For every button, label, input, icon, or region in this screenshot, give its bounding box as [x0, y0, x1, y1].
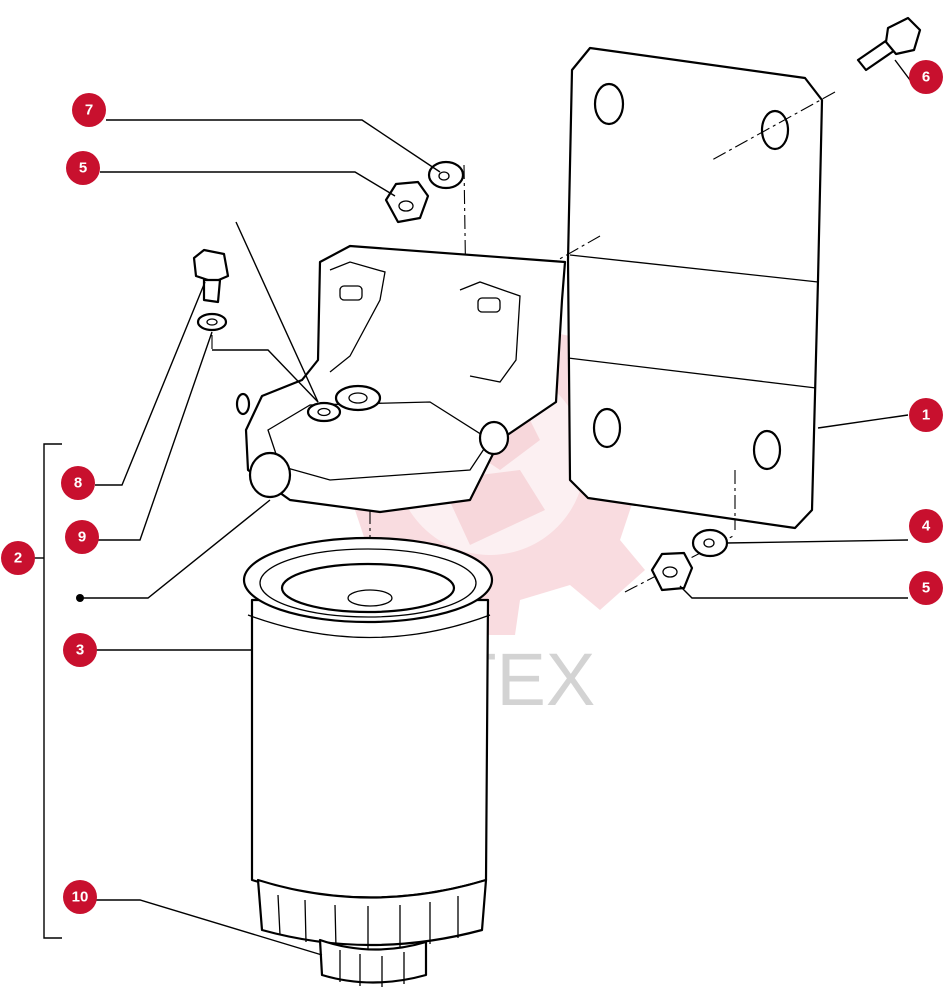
callout-7: 7 — [72, 93, 106, 127]
callout-9: 9 — [65, 520, 99, 554]
callout-1-label: 1 — [922, 407, 930, 424]
callout-10: 10 — [63, 880, 97, 914]
filter-cartridge — [242, 536, 494, 987]
callout-1: 1 — [909, 398, 943, 432]
washer-4 — [691, 528, 729, 558]
bolt-8 — [192, 248, 230, 304]
leader-lines — [80, 59, 911, 956]
filter-head — [235, 244, 567, 514]
callout-5-top: 5 — [66, 151, 100, 185]
callout-2: 2 — [1, 541, 35, 575]
mounting-bracket — [566, 46, 824, 530]
callout-9-label: 9 — [78, 529, 86, 546]
callout-5-top-label: 5 — [79, 160, 87, 177]
callout-2-label: 2 — [14, 550, 22, 567]
callout-8: 8 — [61, 466, 95, 500]
washer-9 — [196, 312, 228, 332]
callout-8-label: 8 — [74, 475, 82, 492]
assembly-bracket — [28, 443, 62, 939]
callout-6-label: 6 — [922, 69, 930, 86]
washer-7 — [427, 160, 465, 190]
callout-3-label: 3 — [76, 642, 84, 659]
callout-5-bottom: 5 — [909, 571, 943, 605]
callout-3: 3 — [63, 633, 97, 667]
callout-5-bottom-label: 5 — [922, 580, 930, 597]
callout-4-label: 4 — [922, 518, 931, 535]
callout-4: 4 — [909, 509, 943, 543]
callout-6: 6 — [909, 60, 943, 94]
dot-marker — [76, 594, 84, 602]
callout-7-label: 7 — [85, 102, 93, 119]
nut-5-bottom — [650, 551, 694, 592]
nut-5-top — [384, 180, 430, 224]
callout-10-label: 10 — [72, 889, 89, 906]
bolt-6 — [856, 16, 922, 72]
